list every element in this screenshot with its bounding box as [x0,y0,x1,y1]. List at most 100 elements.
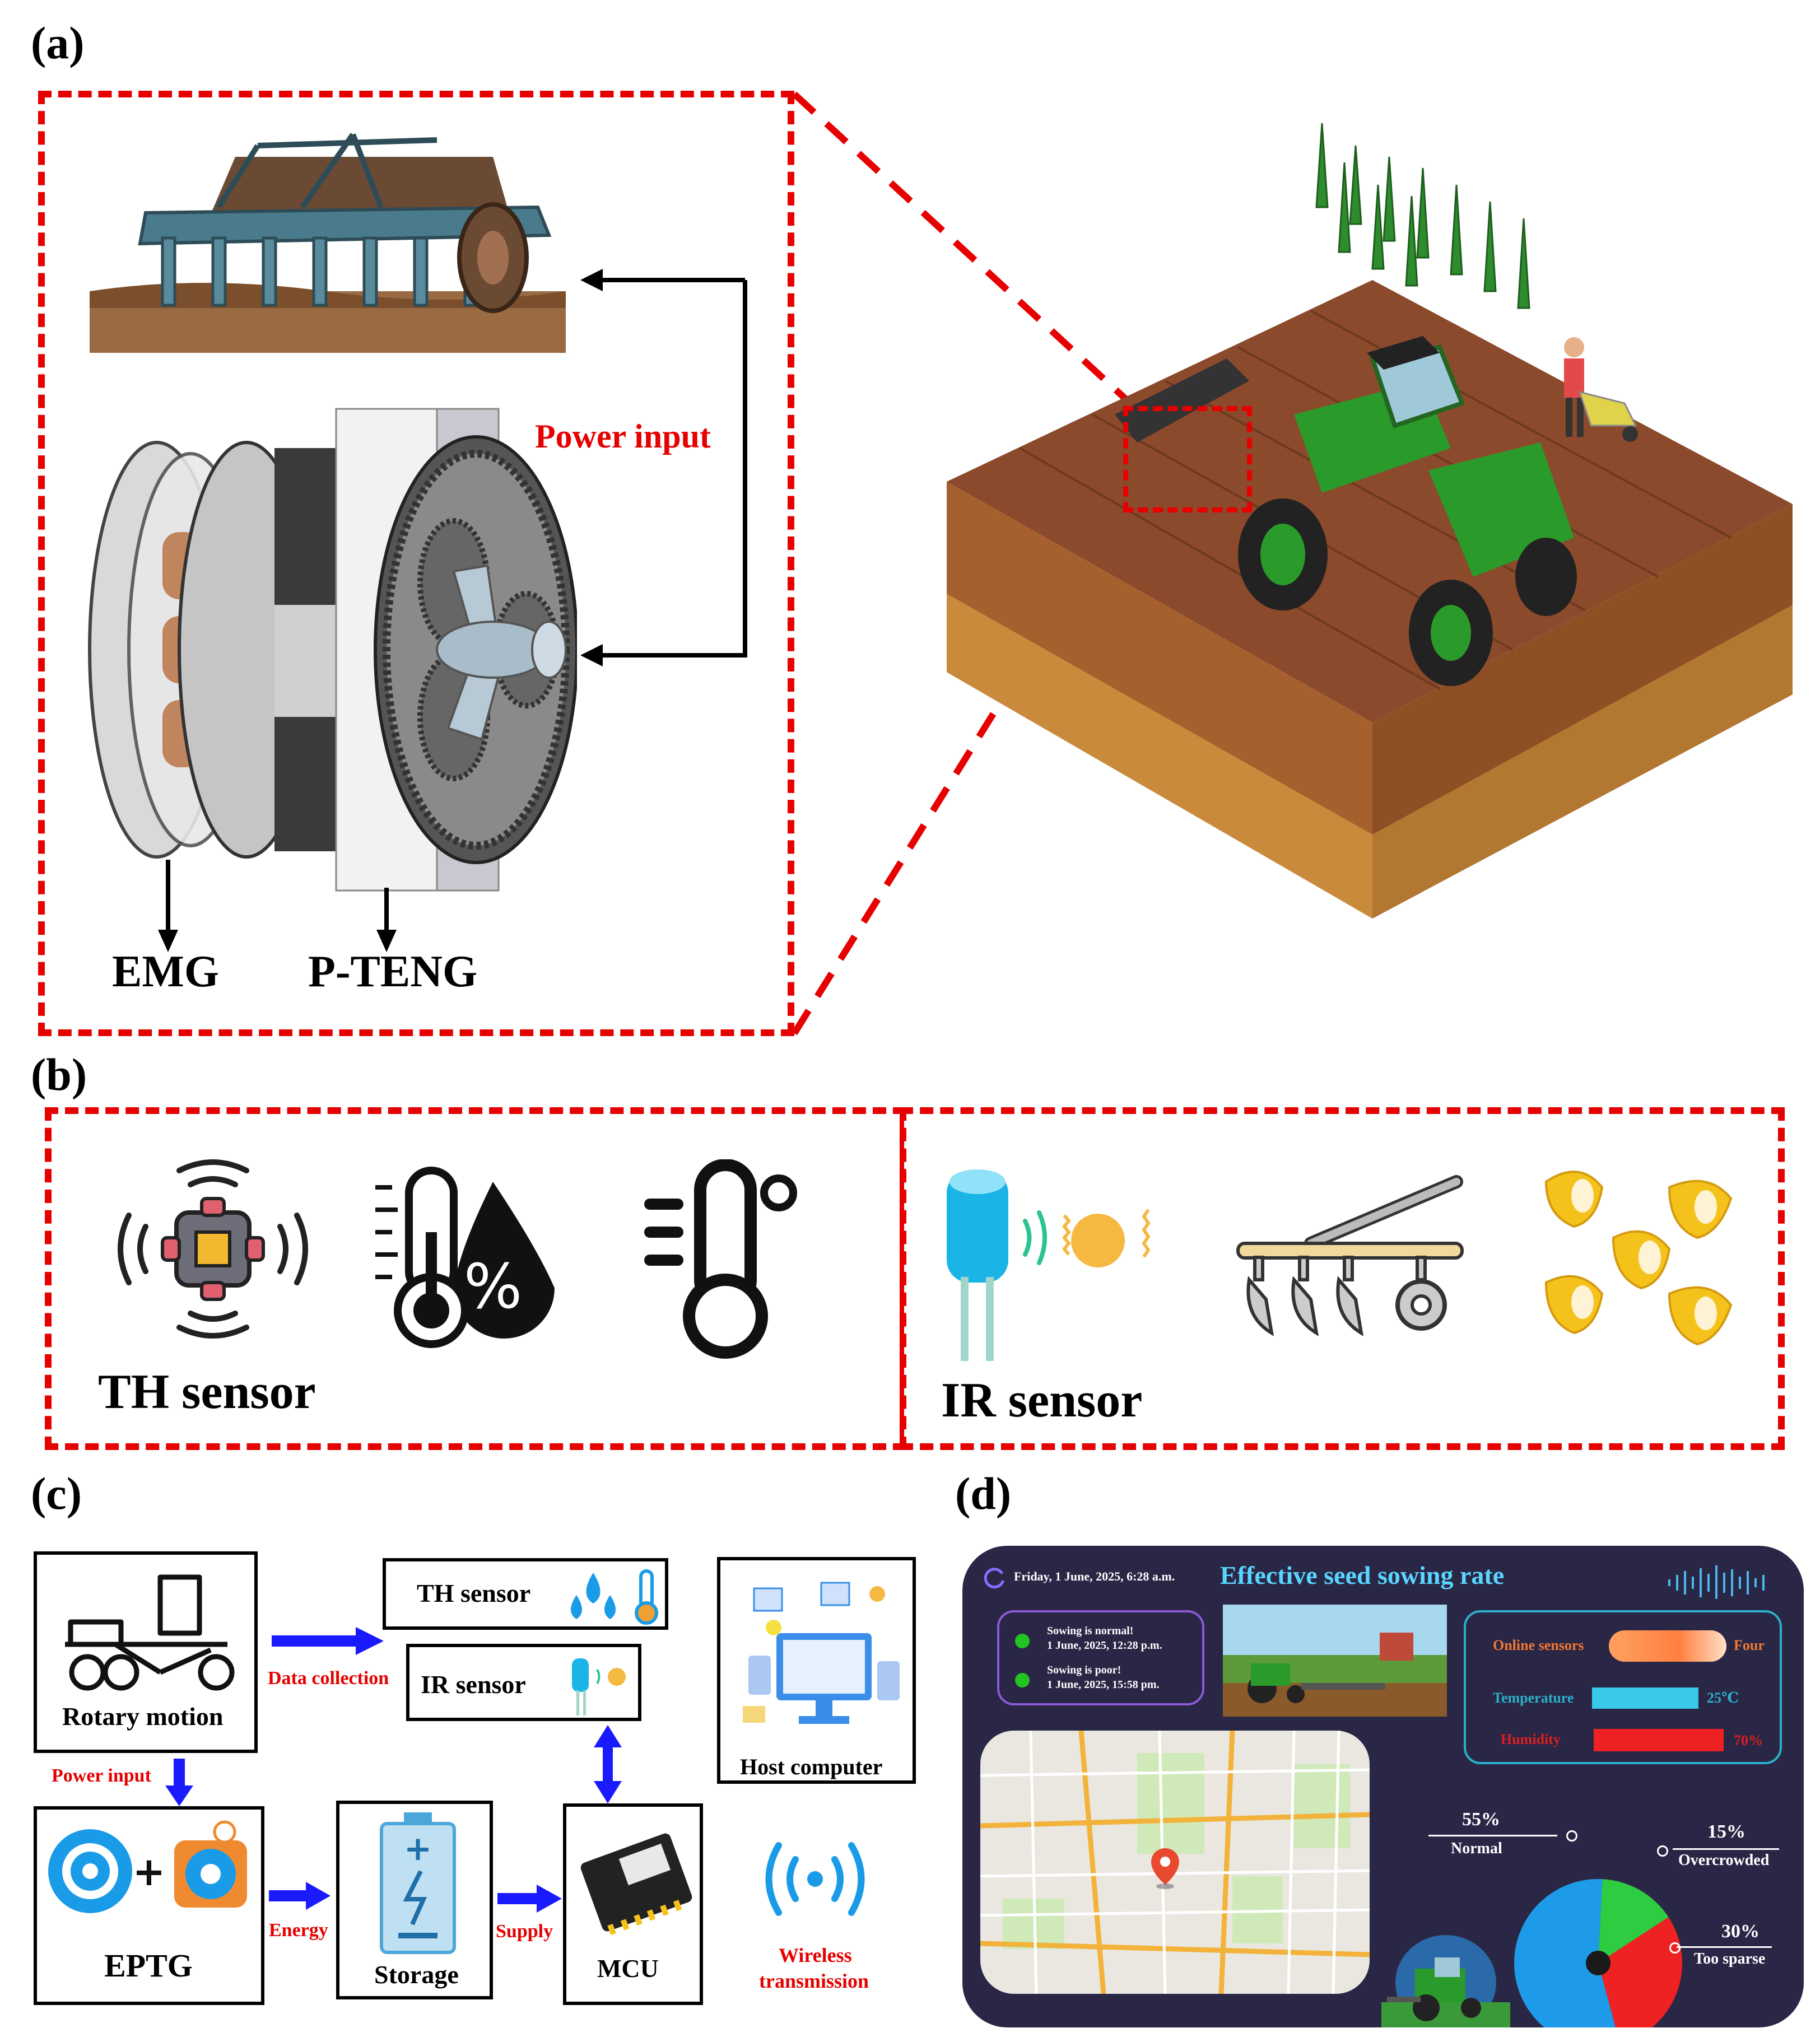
pie-sparse-underline [1677,1946,1772,1948]
power-input-c-arrow [165,1759,193,1806]
pie-over-pct: 15% [1707,1821,1745,1842]
data-collection-arrow [272,1627,384,1655]
supply-arrow [497,1885,562,1913]
th-sensor-label: TH sensor [98,1365,316,1419]
rotary-motion-box: Rotary motion [34,1551,258,1753]
wireless-label-1: Wireless [779,1944,852,1966]
panel-d-label: (d) [955,1468,1012,1519]
corn-seeds-icon [1544,1171,1733,1346]
seeder-icon [1236,1175,1464,1336]
host-computer-label: Host computer [740,1754,883,1779]
panel-a-label: (a) [31,17,85,68]
wireless-label-2: transmission [759,1970,869,1992]
energy-label: Energy [269,1920,328,1941]
panel-a-frame [38,91,794,1036]
chip-wireless-icon [118,1159,308,1339]
emg-pteng-arrows [158,860,397,952]
panel-b-right-frame [900,1107,1785,1450]
soundwave-icon [1668,1565,1765,1599]
th-sensor-box-label: TH sensor [417,1579,531,1607]
temperature-value: 25℃ [1707,1690,1739,1706]
pie-slice-overcrowded [1598,1879,1669,1963]
status-normal-time: 1 June, 2025, 12:28 p.m. [1047,1639,1162,1652]
svg-text:+: + [404,1829,432,1868]
data-collection-label: Data collection [268,1668,389,1689]
th-sensor-box: TH sensor [383,1558,668,1630]
ir-sensor-icon [947,1169,1151,1361]
status-dot-normal [1015,1634,1030,1648]
thermometer-small-icon [635,1569,658,1625]
svg-text:%: % [464,1251,523,1322]
pteng-label: P-TENG [308,947,478,996]
pie-chart [1514,1879,1682,2027]
humidity-value: 70% [1734,1732,1763,1749]
ir-sensor-label: IR sensor [941,1373,1143,1428]
rotary-motion-label: Rotary motion [62,1702,224,1731]
status-dot-poor [1015,1673,1030,1687]
clock-icon [984,1568,1004,1589]
ir-sensor-box-label: IR sensor [421,1670,526,1699]
mcu-label: MCU [597,1954,659,1983]
pie-slice-normal [1514,1879,1616,2027]
tractor-zoom-box [1123,406,1252,512]
mcu-sensor-arrow [594,1725,622,1803]
pie-sparse-label: Too sparse [1694,1950,1766,1968]
status-normal-text: Sowing is normal! [1047,1625,1134,1637]
eptg-icon: + [48,1820,247,1913]
panel-c-label: (c) [31,1468,82,1519]
energy-arrow [269,1882,331,1910]
map-view [980,1731,1370,1994]
battery-icon: + [380,1812,456,1954]
status-panel: Sowing is normal! 1 June, 2025, 12:28 p.… [997,1610,1204,1705]
online-sensors-label: Online sensors [1493,1637,1584,1653]
pie-sparse-pct: 30% [1721,1921,1760,1942]
ir-sensor-small-icon [572,1658,626,1715]
pie-sparse-marker [1669,1942,1681,1954]
storage-box: + Storage [336,1801,493,1999]
pie-normal-underline [1428,1835,1557,1836]
temperature-label: Temperature [1493,1690,1574,1706]
dashboard-datetime: Friday, 1 June, 2025, 6:28 a.m. [1014,1569,1175,1583]
host-computer-box: Host computer [717,1557,916,1784]
power-input-c-label: Power input [52,1765,151,1786]
pie-over-underline [1673,1848,1779,1850]
pie-slice-too-sparse [1598,1917,1682,2027]
pie-over-marker [1657,1845,1668,1857]
storage-label: Storage [374,1960,459,1989]
mcu-box: MCU [563,1803,703,2005]
farm-scene-image [1223,1605,1447,1717]
humidity-bar [1594,1729,1724,1751]
farm-field-illustration [947,123,1793,919]
status-poor-text: Sowing is poor! [1047,1664,1121,1676]
dashboard-title: Effective seed sowing rate [1220,1561,1505,1589]
sensor-stats-panel: Online sensors Four Temperature 25℃ Humi… [1464,1610,1782,1764]
pie-normal-pct: 55% [1462,1809,1500,1830]
supply-label: Supply [496,1921,553,1942]
wireless-icon [765,1842,865,1916]
power-input-arrows [580,269,747,666]
generator-illustration [88,408,577,892]
pie-normal-marker [1566,1830,1577,1841]
thermometer-icon [644,1159,797,1359]
ir-sensor-box: IR sensor [406,1644,641,1721]
temperature-bar [1592,1687,1698,1709]
grader-icon [65,1574,235,1691]
computer-icon [743,1582,900,1724]
humidity-label: Humidity [1501,1731,1561,1747]
eptg-box: + EPTG [34,1806,264,2005]
dashboard: Friday, 1 June, 2025, 6:28 a.m. Effectiv… [962,1546,1804,2027]
online-sensors-value: Four [1734,1637,1765,1653]
pie-normal-label: Normal [1451,1840,1502,1857]
pie-over-label: Overcrowded [1678,1852,1770,1869]
mcu-chip-icon [580,1833,692,1936]
thermometer-humidity-icon: % [375,1167,555,1348]
tractor-image [1381,1935,1510,2027]
online-sensors-bar [1609,1630,1726,1662]
emg-label: EMG [112,947,220,996]
cultivator-illustration [90,133,566,353]
status-poor-time: 1 June, 2025, 15:58 pm. [1047,1679,1160,1691]
panel-b-label: (b) [31,1049,87,1100]
eptg-label: EPTG [104,1947,193,1984]
water-drops-icon [571,1573,616,1619]
